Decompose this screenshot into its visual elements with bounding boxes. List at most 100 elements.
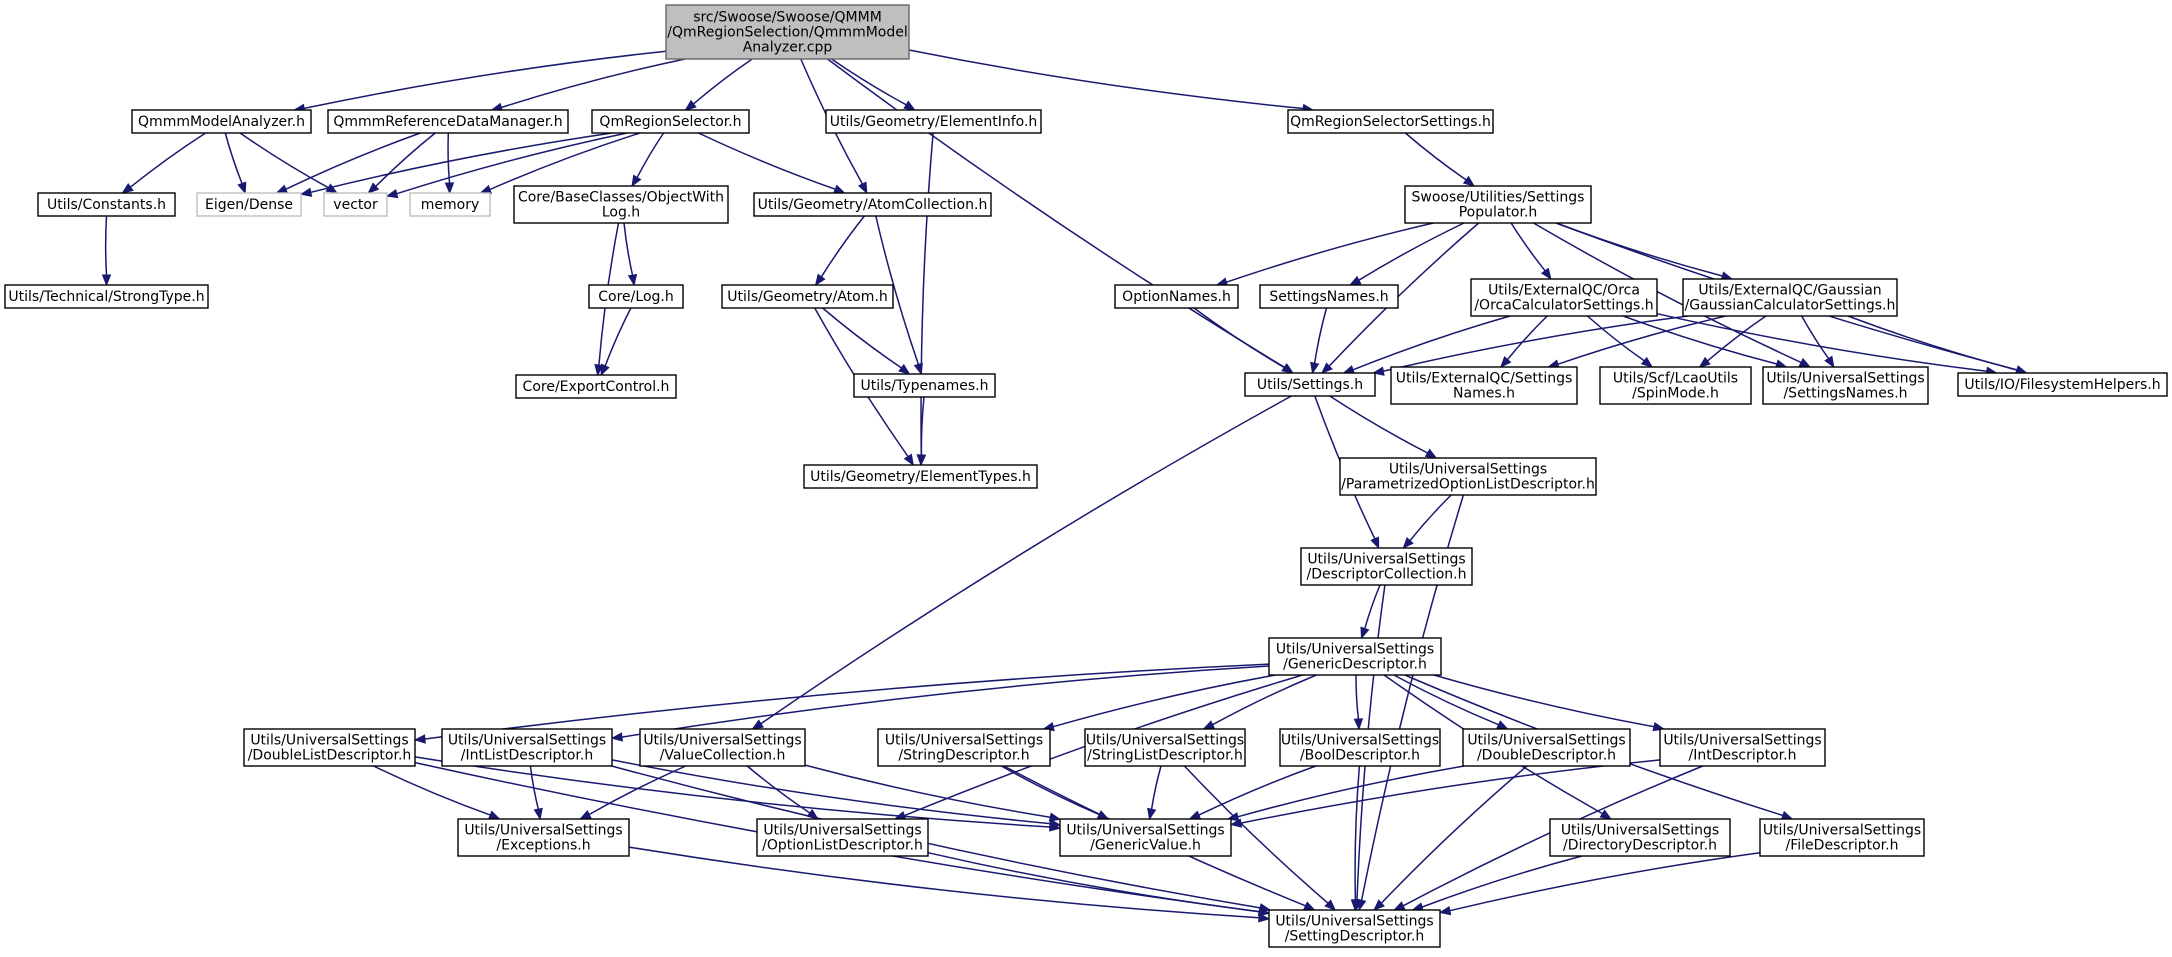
node-constants-h[interactable]: Utils/Constants.h [37, 192, 176, 217]
edge-line [611, 765, 1261, 909]
node-string-list-descriptor-h[interactable]: Utils/UniversalSettings/StringListDescri… [1084, 728, 1246, 767]
edge-line [920, 132, 934, 456]
node-directory-descriptor-h[interactable]: Utils/UniversalSettings/DirectoryDescrip… [1549, 818, 1731, 857]
node-parametrized-option-list-descriptor-h[interactable]: Utils/UniversalSettings/ParametrizedOpti… [1339, 457, 1597, 496]
node-double-descriptor-h[interactable]: Utils/UniversalSettings/DoubleDescriptor… [1462, 728, 1631, 767]
edge-arrowhead [1424, 448, 1438, 459]
node-label-line: Utils/Geometry/Atom.h [727, 289, 887, 305]
node-option-names-h[interactable]: OptionNames.h [1114, 284, 1239, 309]
node-double-list-descriptor-h[interactable]: Utils/UniversalSettings/DoubleListDescri… [243, 728, 416, 767]
node-label-line: /DoubleDescriptor.h [1477, 748, 1616, 764]
node-universal-settings-names-h[interactable]: Utils/UniversalSettings/SettingsNames.h [1762, 366, 1929, 405]
node-generic-descriptor-h[interactable]: Utils/UniversalSettings/GenericDescripto… [1268, 637, 1442, 676]
node-qmmm-model-analyzer-h[interactable]: QmmmModelAnalyzer.h [131, 109, 312, 134]
node-setting-descriptor-h[interactable]: Utils/UniversalSettings/SettingDescripto… [1268, 909, 1441, 948]
node-bool-descriptor-h[interactable]: Utils/UniversalSettings/BoolDescriptor.h [1279, 728, 1441, 767]
edge-qm-region-selector-h-to-atom-collection-h [698, 132, 846, 194]
edge-arrowhead [916, 454, 927, 467]
node-box [853, 373, 996, 398]
edge-qm-region-selector-h-to-vector [385, 132, 628, 199]
edge-arrowhead [1348, 275, 1362, 286]
node-label-line: Utils/UniversalSettings [1663, 733, 1821, 749]
node-strong-type-h[interactable]: Utils/Technical/StrongType.h [4, 284, 209, 309]
edge-line [820, 215, 865, 278]
edge-arrowhead [898, 363, 911, 375]
edge-qmmm-model-analyzer-h-to-vector [239, 132, 339, 194]
edge-arrowhead [903, 100, 916, 111]
edge-arrowhead [367, 182, 380, 194]
edge-line [804, 764, 1051, 818]
node-int-descriptor-h[interactable]: Utils/UniversalSettings/IntDescriptor.h [1659, 728, 1826, 767]
node-box [1762, 366, 1929, 405]
node-utils-settings-h[interactable]: Utils/Settings.h [1244, 372, 1376, 397]
node-qmmm-reference-data-manager-h[interactable]: QmmmReferenceDataManager.h [327, 109, 569, 134]
edge-arrowhead [1350, 899, 1361, 912]
node-int-list-descriptor-h[interactable]: Utils/UniversalSettings/IntListDescripto… [441, 728, 613, 767]
edge-line [1226, 222, 1434, 283]
node-file-descriptor-h[interactable]: Utils/UniversalSettings/FileDescriptor.h [1759, 818, 1925, 857]
node-root[interactable]: src/Swoose/Swoose/QMMM/QmRegionSelection… [665, 4, 910, 60]
edge-line [1364, 584, 1381, 629]
edge-arrowhead [1540, 267, 1552, 281]
node-label-line: Utils/UniversalSettings [448, 733, 606, 749]
node-generic-value-h[interactable]: Utils/UniversalSettings/GenericValue.h [1059, 818, 1232, 857]
node-box [665, 4, 910, 60]
node-qm-region-selector-h[interactable]: QmRegionSelector.h [591, 109, 750, 134]
edge-line [1847, 315, 2018, 371]
node-label-line: Utils/UniversalSettings [1307, 552, 1465, 568]
node-settings-names-h[interactable]: SettingsNames.h [1259, 284, 1399, 309]
edge-object-with-log-h-to-core-log-h [623, 222, 638, 287]
node-box [457, 818, 630, 857]
edge-arrowhead [1303, 901, 1316, 911]
node-spin-mode-h[interactable]: Utils/Scf/LcaoUtils/SpinMode.h [1599, 366, 1752, 405]
edge-arrowhead [1780, 810, 1794, 820]
edge-line [373, 765, 491, 816]
node-externalqc-settings-names-h[interactable]: Utils/ExternalQC/SettingsNames.h [1390, 366, 1578, 405]
edge-gaussian-calculator-settings-h-to-externalqc-settings-names-h [1547, 315, 1726, 369]
node-label-line: Core/BaseClasses/ObjectWith [518, 190, 724, 206]
node-filesystem-helpers-h[interactable]: Utils/IO/FilesystemHelpers.h [1957, 372, 2168, 397]
edge-generic-descriptor-h-to-int-descriptor-h [1433, 674, 1666, 732]
edge-settings-populator-h-to-settings-names-h [1348, 222, 1465, 286]
node-value-collection-h[interactable]: Utils/UniversalSettings/ValueCollection.… [639, 728, 806, 767]
node-option-list-descriptor-h[interactable]: Utils/UniversalSettings/OptionListDescri… [756, 818, 929, 857]
node-qm-region-selector-settings-h[interactable]: QmRegionSelectorSettings.h [1287, 109, 1494, 134]
edge-arrowhead [1147, 807, 1157, 821]
edge-arrowhead [610, 732, 623, 742]
node-label-line: Utils/UniversalSettings [464, 823, 622, 839]
edge-settings-populator-h-to-orca-calculator-settings-h [1510, 222, 1552, 281]
node-element-types-h[interactable]: Utils/Geometry/ElementTypes.h [803, 464, 1038, 489]
edge-arrowhead [101, 274, 112, 287]
edge-line [414, 756, 1051, 828]
edge-line [621, 665, 1270, 738]
edge-line [693, 58, 753, 105]
node-atom-collection-h[interactable]: Utils/Geometry/AtomCollection.h [753, 192, 992, 217]
node-label-line: Utils/UniversalSettings [250, 733, 408, 749]
node-orca-calculator-settings-h[interactable]: Utils/ExternalQC/Orca/OrcaCalculatorSett… [1470, 278, 1658, 317]
node-label-line: Utils/Settings.h [1257, 377, 1363, 393]
edge-bool-descriptor-h-to-setting-descriptor-h [1350, 765, 1361, 912]
node-export-control-h[interactable]: Core/ExportControl.h [515, 374, 677, 399]
node-gaussian-calculator-settings-h[interactable]: Utils/ExternalQC/Gaussian/GaussianCalcul… [1682, 278, 1898, 317]
edge-element-info-h-to-element-types-h [916, 132, 934, 467]
node-label-line: /GenericDescriptor.h [1283, 657, 1427, 673]
node-label-line: /QmRegionSelection/QmmmModel [667, 25, 908, 41]
node-descriptor-collection-h[interactable]: Utils/UniversalSettings/DescriptorCollec… [1300, 547, 1473, 586]
node-label-line: QmmmModelAnalyzer.h [138, 114, 305, 130]
edge-line [1237, 765, 1465, 818]
node-typenames-h[interactable]: Utils/Typenames.h [853, 373, 996, 398]
edge-qmmm-reference-data-manager-h-to-eigen-dense [275, 132, 421, 194]
node-box [639, 728, 806, 767]
node-core-log-h[interactable]: Core/Log.h [588, 284, 684, 309]
node-exceptions-h[interactable]: Utils/UniversalSettings/Exceptions.h [457, 818, 630, 857]
edge-line [1328, 222, 1480, 367]
node-atom-h[interactable]: Utils/Geometry/Atom.h [721, 284, 894, 309]
edge-arrowhead [1438, 905, 1452, 916]
node-box [1244, 372, 1376, 397]
edge-atom-h-to-typenames-h [822, 307, 911, 375]
node-string-descriptor-h[interactable]: Utils/UniversalSettings/StringDescriptor… [877, 728, 1051, 767]
node-box [1084, 728, 1246, 767]
node-element-info-h[interactable]: Utils/Geometry/ElementInfo.h [825, 109, 1042, 134]
